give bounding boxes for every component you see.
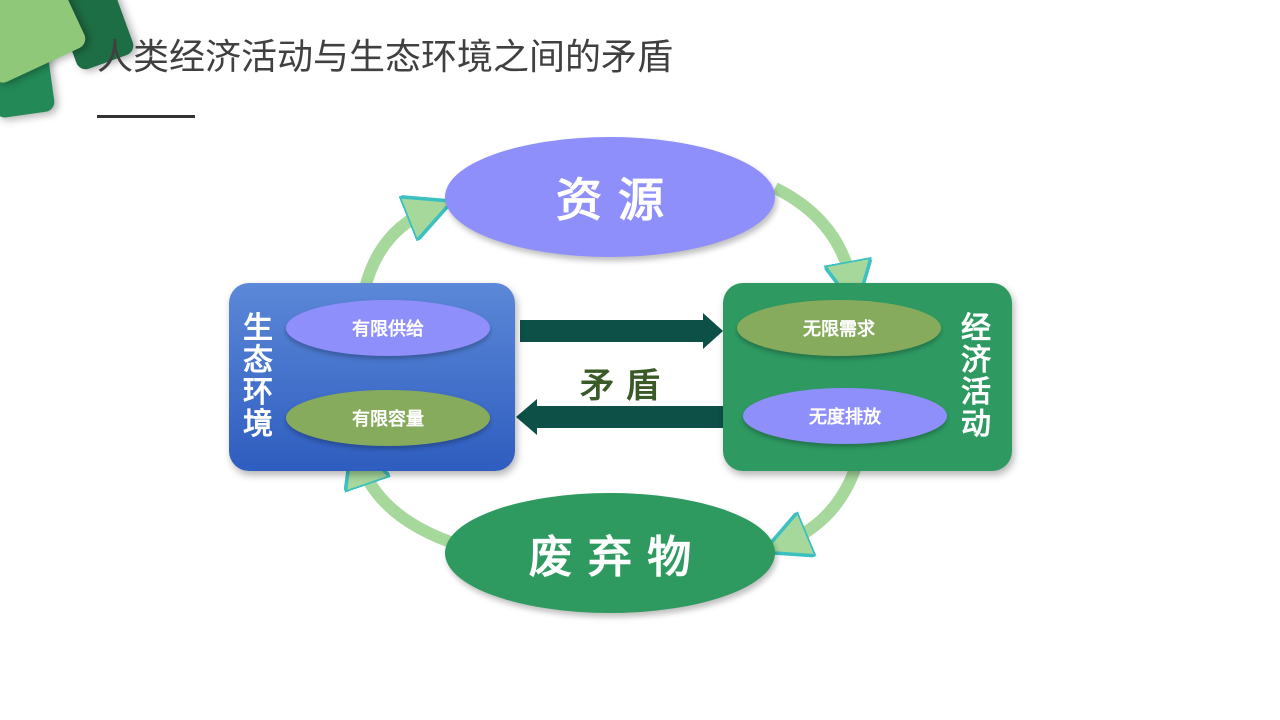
ecology-box: 生态环境 有限供给 有限容量 (229, 283, 515, 471)
unlimited-demand-oval: 无限需求 (737, 300, 941, 356)
waste-node: 废 弃 物 (445, 493, 775, 613)
resource-label: 资 源 (555, 173, 664, 227)
arrow-waste-to-env (360, 462, 464, 552)
slide-title: 人类经济活动与生态环境之间的矛盾 (97, 37, 674, 78)
limited-capacity-label: 有限容量 (352, 409, 424, 430)
waste-label: 废 弃 物 (528, 532, 692, 583)
economy-label: 经济活动 (961, 311, 991, 442)
unlimited-demand-label: 无限需求 (803, 319, 875, 340)
arrow-right-shaft (520, 320, 705, 342)
arrow-right-head (703, 313, 723, 349)
arrow-left-shaft (535, 406, 723, 428)
limited-supply-label: 有限供给 (352, 319, 424, 340)
economy-box: 经济活动 无限需求 无度排放 (723, 283, 1012, 471)
resource-node: 资 源 (445, 137, 775, 257)
ecology-label: 生态环境 (243, 311, 273, 442)
arrow-resource-to-economy (772, 182, 852, 285)
arrow-economy-to-waste (785, 458, 864, 543)
contradiction-label: 矛 盾 (580, 366, 660, 406)
arrow-env-to-resource (359, 210, 430, 290)
unrestrained-emission-oval: 无度排放 (743, 388, 947, 444)
title-underline (97, 115, 195, 118)
limited-supply-oval: 有限供给 (286, 300, 490, 356)
unrestrained-emission-label: 无度排放 (809, 407, 881, 428)
limited-capacity-oval: 有限容量 (286, 390, 490, 446)
arrow-left-head (516, 399, 537, 435)
